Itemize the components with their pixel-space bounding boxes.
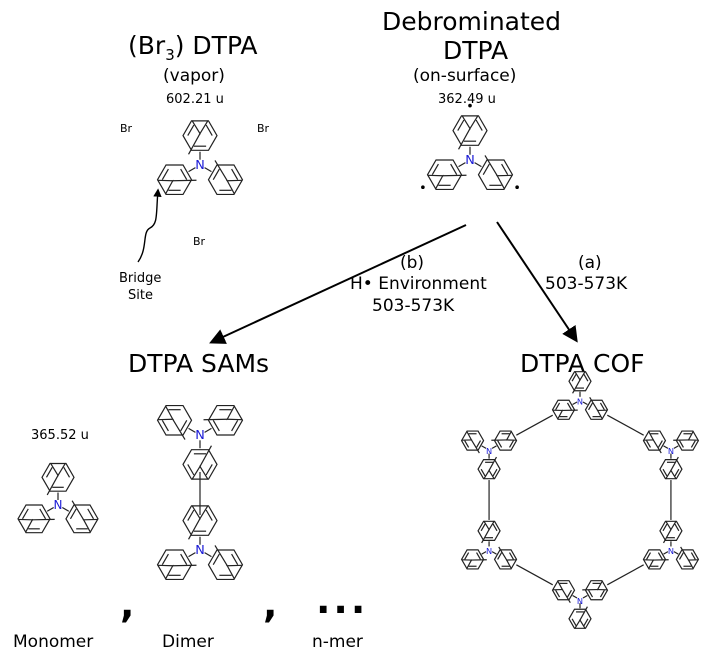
path-b-temperature: 503-573K bbox=[372, 296, 455, 316]
arrow-path-b bbox=[209, 224, 467, 344]
br-label-left: Br bbox=[120, 122, 133, 135]
molecule-dimer-bottom: N bbox=[156, 505, 244, 581]
surface-phase: (on-surface) bbox=[413, 66, 517, 86]
cof-unit-6: N bbox=[460, 430, 518, 480]
cof-unit-3-nitrogen: N bbox=[668, 546, 674, 556]
arrow-path-a bbox=[496, 221, 578, 343]
vapor-title: (Br3) DTPA bbox=[128, 31, 258, 65]
cof-link-bond bbox=[516, 414, 554, 436]
bridge-pointer bbox=[137, 188, 162, 263]
molecule-dimer-top-nitrogen: N bbox=[195, 428, 205, 443]
cof-link-bond bbox=[606, 414, 644, 436]
site-label: Site bbox=[128, 288, 153, 303]
cof-unit-2: N bbox=[642, 430, 700, 480]
molecule-cof: N N N N N N bbox=[460, 371, 700, 629]
cof-unit-4: N bbox=[551, 580, 609, 629]
surface-mass: 362.49 u bbox=[438, 92, 496, 107]
cof-unit-2-nitrogen: N bbox=[668, 446, 674, 456]
vapor-phase: (vapor) bbox=[163, 66, 225, 86]
cof-unit-1: N bbox=[551, 371, 609, 420]
cof-unit-4-nitrogen: N bbox=[577, 596, 583, 606]
molecule-debrominated-dtpa-radical-dot bbox=[468, 103, 472, 108]
monomer-label: Monomer bbox=[13, 632, 94, 652]
br-label-right: Br bbox=[257, 122, 270, 135]
surface-title-line2: DTPA bbox=[443, 36, 509, 65]
vapor-mass: 602.21 u bbox=[166, 92, 224, 107]
cof-link-bond bbox=[606, 564, 644, 586]
path-a-temperature: 503-573K bbox=[545, 274, 628, 294]
path-b-label: (b) bbox=[400, 253, 425, 273]
molecule-br3-dtpa: N bbox=[156, 120, 244, 196]
molecule-dimer-bottom-nitrogen: N bbox=[195, 543, 205, 558]
molecule-debrominated-dtpa-radical-dot bbox=[421, 185, 425, 190]
ellipsis: ... bbox=[316, 578, 369, 622]
comma-2: , bbox=[263, 582, 278, 626]
path-b-environment: H• Environment bbox=[350, 274, 487, 294]
surface-title-line1: Debrominated bbox=[382, 7, 562, 36]
molecule-debrominated-dtpa-nitrogen: N bbox=[465, 153, 475, 168]
cof-link-bond bbox=[516, 564, 554, 586]
cof-unit-6-nitrogen: N bbox=[486, 446, 492, 456]
br-label-bottom: Br bbox=[193, 235, 206, 248]
bridge-label: Bridge bbox=[119, 271, 162, 286]
molecule-monomer: N bbox=[17, 462, 99, 534]
molecule-dimer-top: N bbox=[156, 404, 244, 480]
molecule-monomer-nitrogen: N bbox=[54, 498, 63, 512]
cof-title: DTPA COF bbox=[520, 349, 645, 378]
cof-unit-1-nitrogen: N bbox=[577, 396, 583, 406]
path-a-label: (a) bbox=[578, 253, 602, 273]
dimer-label: Dimer bbox=[162, 632, 214, 652]
sams-title: DTPA SAMs bbox=[128, 349, 270, 378]
nmer-label: n-mer bbox=[312, 632, 363, 652]
molecule-br3-dtpa-nitrogen: N bbox=[195, 158, 205, 173]
molecule-debrominated-dtpa-radical-dot bbox=[515, 185, 519, 190]
cof-unit-5: N bbox=[460, 520, 518, 570]
cof-unit-5-nitrogen: N bbox=[486, 546, 492, 556]
cof-unit-3: N bbox=[642, 520, 700, 570]
monomer-mass: 365.52 u bbox=[31, 428, 89, 443]
molecule-debrominated-dtpa: N bbox=[421, 103, 519, 191]
comma-1: , bbox=[120, 582, 135, 626]
